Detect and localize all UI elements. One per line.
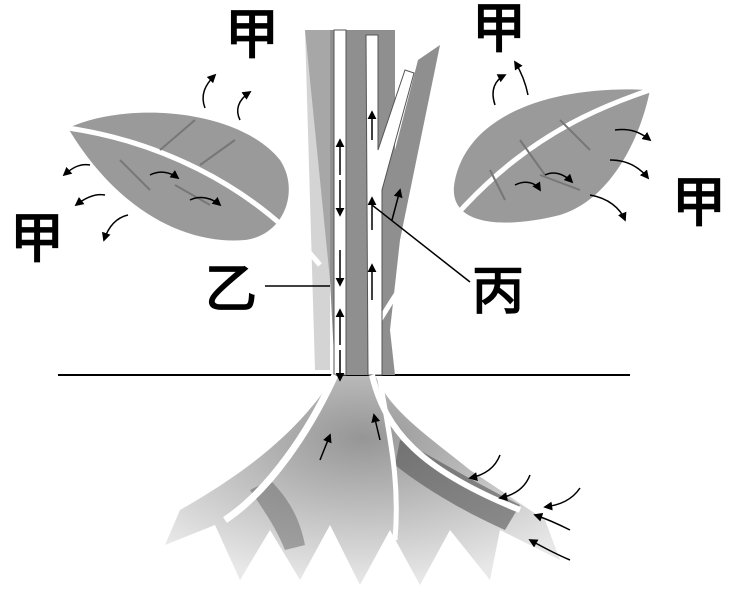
label-jia-top-right: 甲: [472, 2, 526, 56]
label-jia-left: 甲: [10, 212, 64, 266]
label-jia-top-left: 甲: [225, 8, 279, 62]
roots: [165, 375, 560, 585]
left-leaf: [68, 113, 320, 265]
label-yi: 乙: [205, 264, 257, 316]
label-jia-right: 甲: [672, 176, 726, 230]
label-bing: 丙: [472, 266, 524, 318]
